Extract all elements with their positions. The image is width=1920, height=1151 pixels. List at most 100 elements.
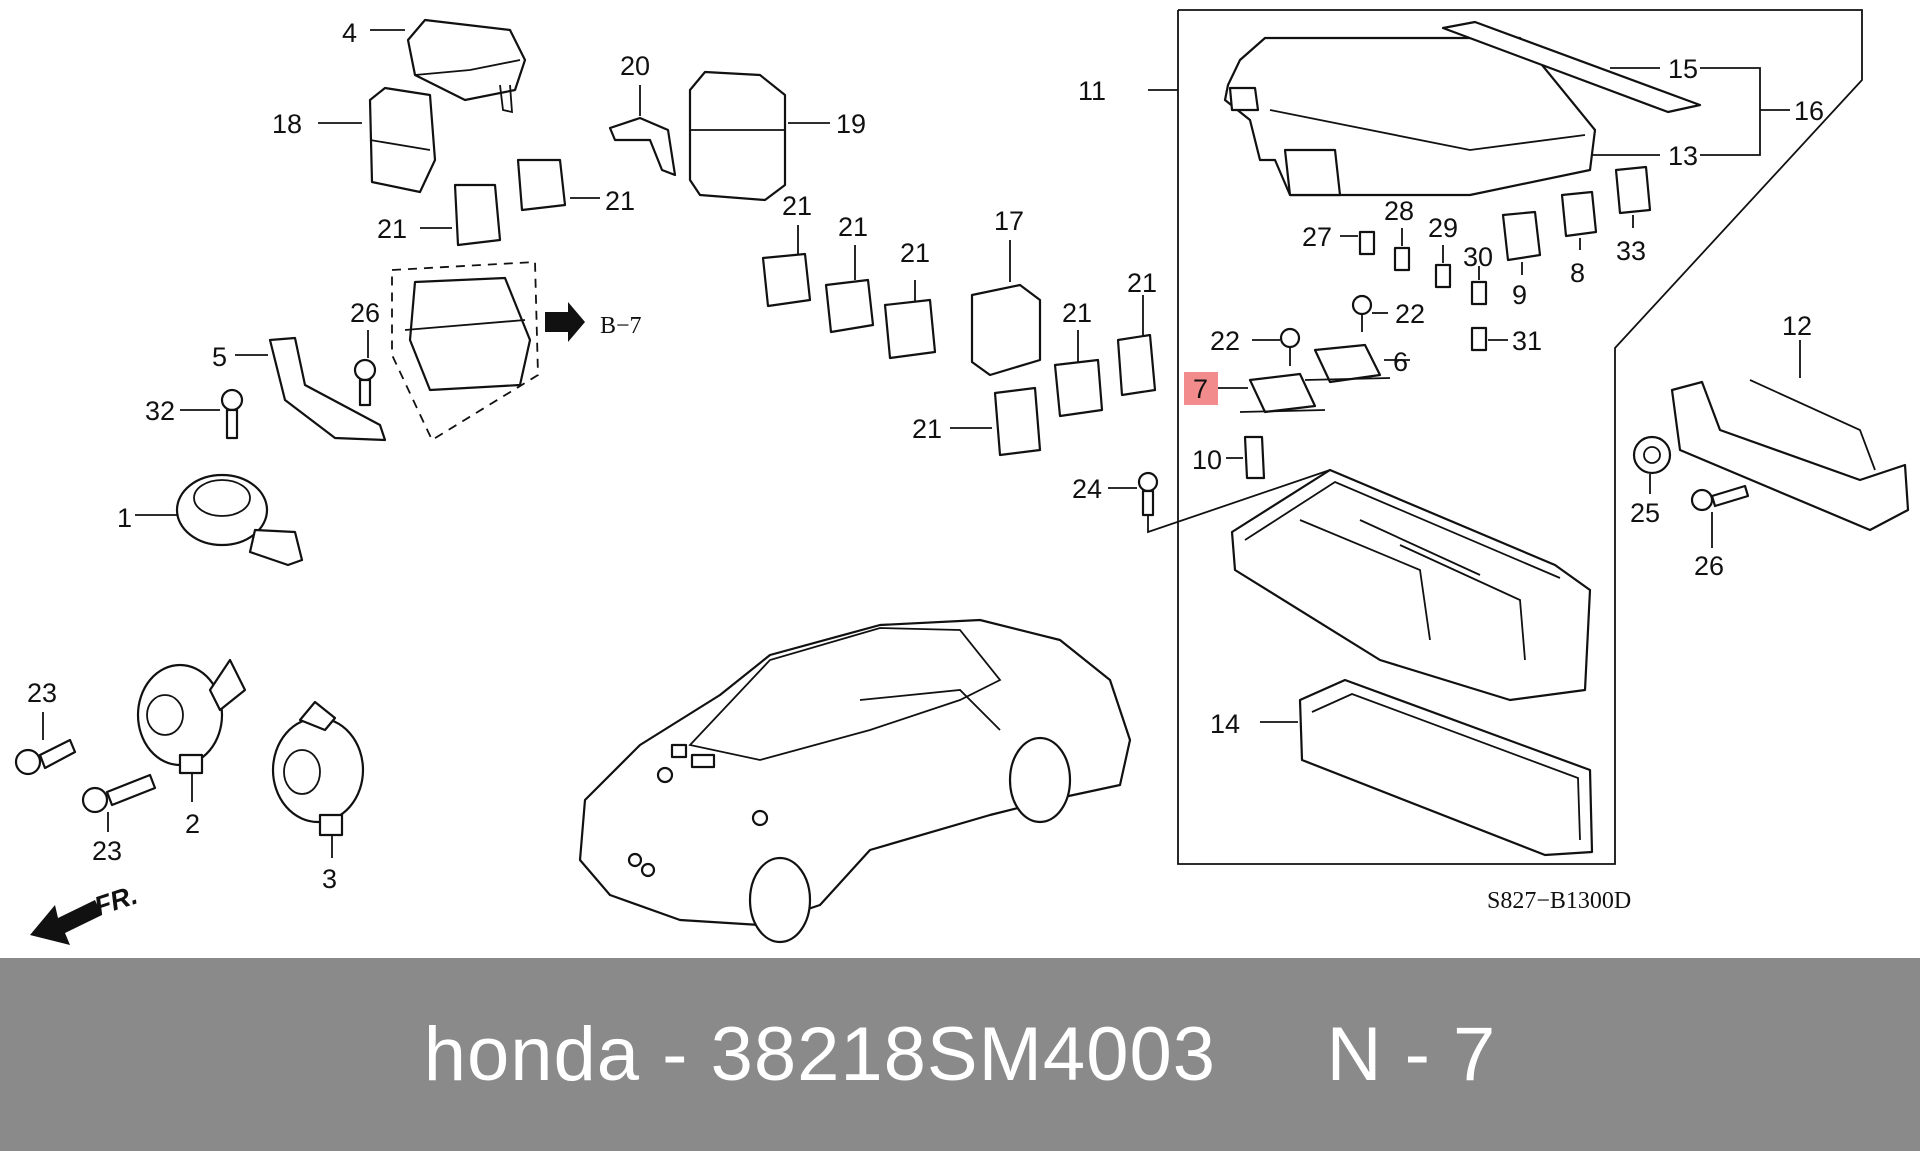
callout-13: 13 — [1668, 141, 1698, 171]
callout-22-lower: 22 — [1210, 326, 1240, 356]
callout-16: 16 — [1794, 96, 1824, 126]
screw-22-upper — [1351, 294, 1388, 332]
relay-cover-4 — [370, 18, 527, 114]
vehicle-outline — [578, 618, 1132, 944]
callout-22-upper: 22 — [1395, 299, 1425, 329]
callout-12: 12 — [1782, 311, 1812, 341]
callout-17: 17 — [994, 206, 1024, 236]
callout-14: 14 — [1210, 709, 1240, 739]
footer-caption: honda - 38218SM4003 N - 7 — [424, 1011, 1497, 1098]
callout-3: 3 — [322, 864, 337, 894]
front-direction-arrow — [30, 900, 102, 945]
callout-25: 25 — [1630, 498, 1660, 528]
fuse-box-cover — [1223, 36, 1597, 197]
fuse-8 — [1560, 190, 1598, 250]
callout-7-highlight — [1184, 372, 1218, 405]
diagram-code: S827−B1300D — [1487, 888, 1631, 914]
callout-18: 18 — [272, 109, 302, 139]
callout-21-d: 21 — [838, 212, 868, 242]
brand-name: honda — [423, 1012, 641, 1097]
mini-fuse-29 — [1434, 245, 1452, 289]
callout-26-right: 26 — [1694, 551, 1724, 581]
callout-21-g: 21 — [1127, 268, 1157, 298]
horn-1 — [135, 473, 304, 567]
parts-diagram: 1 2 3 4 5 6 7 8 9 10 11 12 13 14 15 16 1… — [14, 9, 1910, 945]
callout-26-left: 26 — [350, 298, 380, 328]
callout-5: 5 — [212, 342, 227, 372]
mini-fuse-30 — [1470, 266, 1488, 306]
label-strip — [1441, 20, 1702, 114]
relay-7-highlighted — [1218, 372, 1326, 414]
fuse-box-base — [1230, 468, 1592, 702]
relay-21-f — [1053, 330, 1104, 418]
fuse-box-frame — [1177, 9, 1863, 865]
callout-20: 20 — [620, 51, 650, 81]
bolt-32 — [180, 388, 244, 440]
connector-10 — [1226, 435, 1266, 480]
relay-6 — [1304, 343, 1410, 384]
caption-separator: - — [640, 1012, 711, 1097]
fuse-33 — [1614, 165, 1652, 228]
screw-22-lower — [1252, 327, 1301, 366]
mini-fuse-31 — [1470, 326, 1508, 352]
part-number: 38218SM4003 — [710, 1012, 1217, 1097]
callout-24: 24 — [1072, 474, 1102, 504]
callout-31: 31 — [1512, 326, 1542, 356]
callout-11: 11 — [1078, 76, 1106, 106]
relay-21-g — [1116, 295, 1157, 397]
callout-33: 33 — [1616, 236, 1646, 266]
callout-21-b: 21 — [377, 214, 407, 244]
callout-29: 29 — [1428, 213, 1458, 243]
callout-21-f: 21 — [1062, 298, 1092, 328]
relay-cover-19 — [688, 70, 830, 202]
caption-gap — [1216, 1012, 1327, 1097]
relay-21-e — [883, 280, 937, 360]
leader-16 — [1700, 67, 1761, 156]
bracket-5 — [235, 336, 387, 442]
position-label: N - 7 — [1326, 1012, 1497, 1097]
callout-7: 7 — [1193, 374, 1208, 404]
callout-21-a: 21 — [605, 186, 635, 216]
callout-8: 8 — [1570, 258, 1585, 288]
callout-10: 10 — [1192, 445, 1222, 475]
mini-fuse-28 — [1393, 228, 1411, 272]
callout-23-lower: 23 — [92, 836, 122, 866]
fuse-9 — [1501, 210, 1542, 275]
parts-diagram-svg: 1 2 3 4 5 6 7 8 9 10 11 12 13 14 15 16 1… — [14, 9, 1910, 945]
callout-28: 28 — [1384, 196, 1414, 226]
relay-21-b — [420, 183, 502, 247]
callout-21-c: 21 — [782, 191, 812, 221]
relay-18 — [318, 86, 437, 194]
horn-3 — [271, 700, 365, 858]
callout-4: 4 — [342, 18, 357, 48]
reference-label: B−7 — [600, 313, 642, 339]
callout-30: 30 — [1463, 242, 1493, 272]
callout-21-h: 21 — [912, 414, 942, 444]
bolt-24 — [1108, 471, 1159, 517]
bolt-26-left — [353, 330, 377, 407]
callout-9: 9 — [1512, 280, 1527, 310]
callout-21-e: 21 — [900, 238, 930, 268]
lower-cover-14 — [1260, 678, 1594, 857]
callout-15: 15 — [1668, 54, 1698, 84]
relay-21-c — [761, 225, 812, 308]
callout-1: 1 — [117, 503, 132, 533]
leader-24 — [1147, 469, 1331, 534]
callout-32: 32 — [145, 396, 175, 426]
front-label: FR. — [91, 880, 142, 922]
relay-17 — [970, 240, 1042, 377]
relay-assembly-dashed — [391, 261, 585, 442]
footer-bar: honda - 38218SM4003 N - 7 — [0, 958, 1920, 1151]
horn-2 — [136, 658, 247, 802]
relay-21-a — [516, 158, 600, 212]
bracket-12 — [1670, 340, 1910, 532]
bolt-23-upper — [14, 712, 77, 776]
callout-6: 6 — [1393, 347, 1408, 377]
mini-fuse-27 — [1340, 230, 1376, 256]
callout-23-upper: 23 — [27, 678, 57, 708]
bolt-26-right — [1690, 484, 1750, 548]
bracket-20 — [608, 85, 677, 177]
callout-27: 27 — [1302, 222, 1332, 252]
clip-25 — [1632, 435, 1672, 494]
